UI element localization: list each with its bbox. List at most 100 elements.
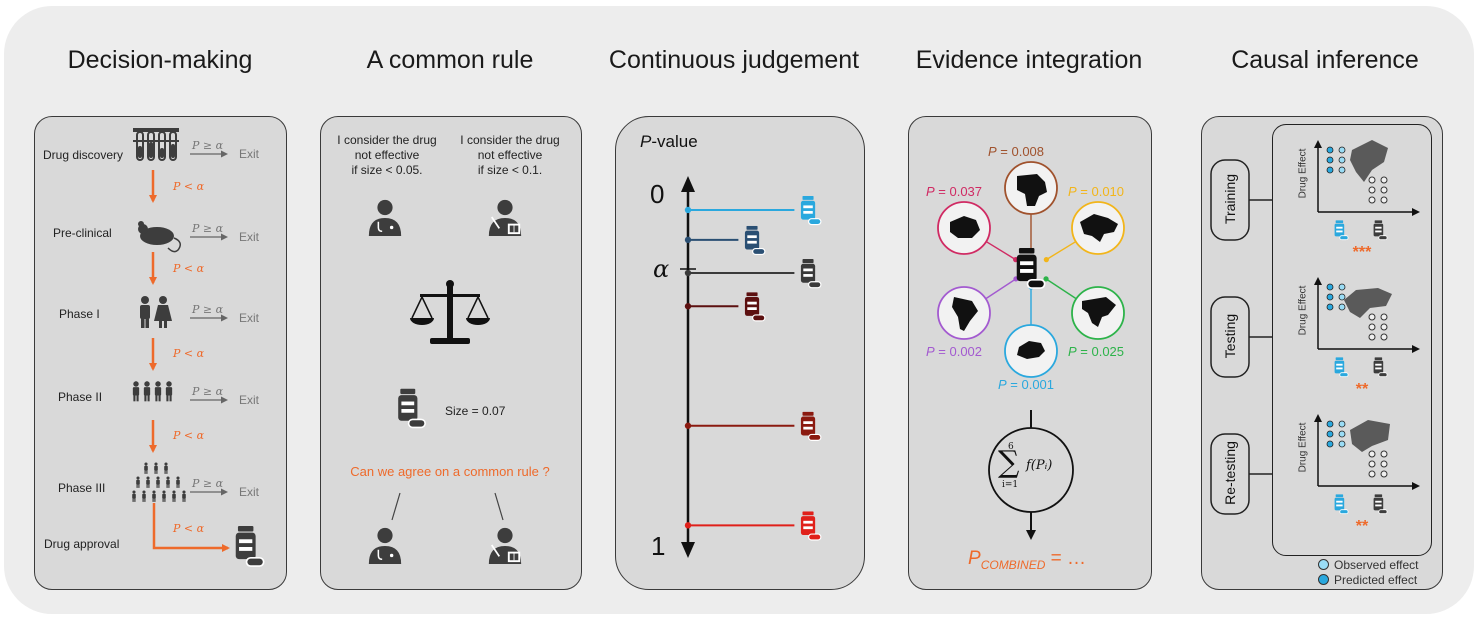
study-connector — [1045, 278, 1077, 300]
continuous-panel — [615, 116, 865, 590]
observed-dot-icon — [1318, 559, 1329, 570]
y-axis-label: Drug Effect — [1297, 285, 1309, 336]
exit-label: Exit — [239, 485, 260, 499]
stage-label: Re-testing — [1222, 441, 1238, 505]
group-icon — [132, 381, 173, 402]
study-connector — [985, 240, 1017, 261]
effect-dot — [1338, 283, 1346, 291]
study-connector-dot — [1043, 276, 1049, 282]
effect-dot — [1368, 313, 1376, 321]
effect-dot — [1326, 156, 1334, 164]
effect-dot — [1380, 333, 1388, 341]
study-p-value: P = 0.037 — [926, 184, 983, 199]
x-axis-arrow — [1412, 208, 1420, 216]
effect-dot — [1380, 450, 1388, 458]
panel-title-common-rule: A common rule — [366, 46, 534, 74]
stage-label: Phase III — [58, 481, 106, 495]
panel-title-causal-inference: Causal inference — [1231, 46, 1419, 74]
effect-dot — [1338, 303, 1346, 311]
continent-map-icon — [950, 216, 980, 238]
stage-label: Drug discovery — [43, 148, 124, 162]
common-rule-panel — [320, 116, 582, 590]
effect-dot — [1338, 166, 1346, 174]
p-value-dot — [684, 303, 692, 310]
rule-statement-doctor: I consider the drug not effective if siz… — [337, 133, 437, 177]
speech-line — [391, 492, 401, 521]
y-axis-arrow — [1314, 277, 1322, 285]
rule-statement-teacher: I consider the drug not effective if siz… — [460, 133, 560, 177]
size-value: Size = 0.07 — [445, 404, 506, 418]
predicted-dot-icon — [1318, 574, 1329, 585]
effect-dot — [1368, 460, 1376, 468]
effect-dot — [1368, 333, 1376, 341]
axis-arrow-top — [681, 176, 695, 192]
effect-dot — [1338, 146, 1346, 154]
drug-pill-icon — [1334, 220, 1349, 241]
effect-dot — [1338, 430, 1346, 438]
effect-dot — [1368, 450, 1376, 458]
panel-title-continuous-judgement: Continuous judgement — [608, 46, 860, 74]
balance-scale-icon — [410, 280, 490, 344]
p-value-axis-label: P-value — [640, 132, 698, 151]
pass-condition: P < α — [173, 180, 205, 193]
p-value-dot — [684, 522, 692, 529]
exit-condition: P ≥ α — [192, 477, 224, 490]
stage-label: Testing — [1222, 313, 1238, 359]
axis-top-label: 0 — [650, 179, 665, 209]
effect-dot — [1380, 186, 1388, 194]
effect-dot — [1368, 196, 1376, 204]
x-axis-arrow — [1412, 482, 1420, 490]
continent-map-icon — [1017, 341, 1045, 359]
test-tubes-icon — [133, 128, 179, 161]
significance-stars: ** — [1355, 518, 1369, 535]
stage-label: Drug approval — [44, 537, 120, 551]
effect-dot — [1380, 176, 1388, 184]
effect-dot — [1380, 460, 1388, 468]
common-rule-question: Can we agree on a common rule ? — [350, 464, 550, 479]
sum-arrow — [1026, 530, 1036, 540]
effect-dot — [1326, 303, 1334, 311]
exit-label: Exit — [239, 311, 260, 325]
p-value-dot — [684, 206, 692, 214]
exit-label: Exit — [239, 147, 260, 161]
pass-condition: P < α — [173, 522, 205, 535]
study-p-value: P = 0.010 — [1068, 184, 1125, 199]
study-p-value: P = 0.001 — [998, 377, 1055, 392]
study-connector — [1045, 240, 1077, 261]
pass-condition: P < α — [173, 347, 205, 360]
p-value-dot — [684, 422, 692, 429]
y-axis-label: Drug Effect — [1297, 148, 1309, 199]
region-map-icon — [1344, 288, 1392, 318]
effect-dot — [1326, 146, 1334, 154]
continent-map-icon — [952, 297, 978, 331]
pass-condition: P < α — [173, 429, 205, 442]
effect-dot — [1338, 420, 1346, 428]
y-axis-label: Drug Effect — [1297, 422, 1309, 473]
study-p-value: P = 0.002 — [926, 344, 983, 359]
causal-inner-panel — [1272, 124, 1432, 556]
decision-panel — [34, 116, 287, 590]
approval-arrow — [152, 503, 230, 552]
continent-map-icon — [1080, 214, 1118, 242]
exit-label: Exit — [239, 230, 260, 244]
effect-dot — [1380, 313, 1388, 321]
effect-dot — [1380, 323, 1388, 331]
drug-pill-icon — [1373, 220, 1388, 241]
panel-title-decision-making: Decision-making — [67, 46, 253, 74]
speech-line — [494, 492, 504, 521]
effect-dot — [1368, 323, 1376, 331]
combined-p-value: PCOMBINED = … — [968, 548, 1087, 572]
drug-pill-icon — [1334, 357, 1349, 378]
effect-dot — [1380, 470, 1388, 478]
stage-label: Phase II — [58, 390, 103, 404]
legend-predicted: Predicted effect — [1318, 573, 1417, 587]
p-value-dot — [684, 236, 692, 244]
sum-formula: 6 ∑ i=1 f(Pᵢ) — [998, 442, 1053, 490]
exit-label: Exit — [239, 393, 260, 407]
effect-dot — [1326, 440, 1334, 448]
axis-arrow-bottom — [681, 542, 695, 558]
